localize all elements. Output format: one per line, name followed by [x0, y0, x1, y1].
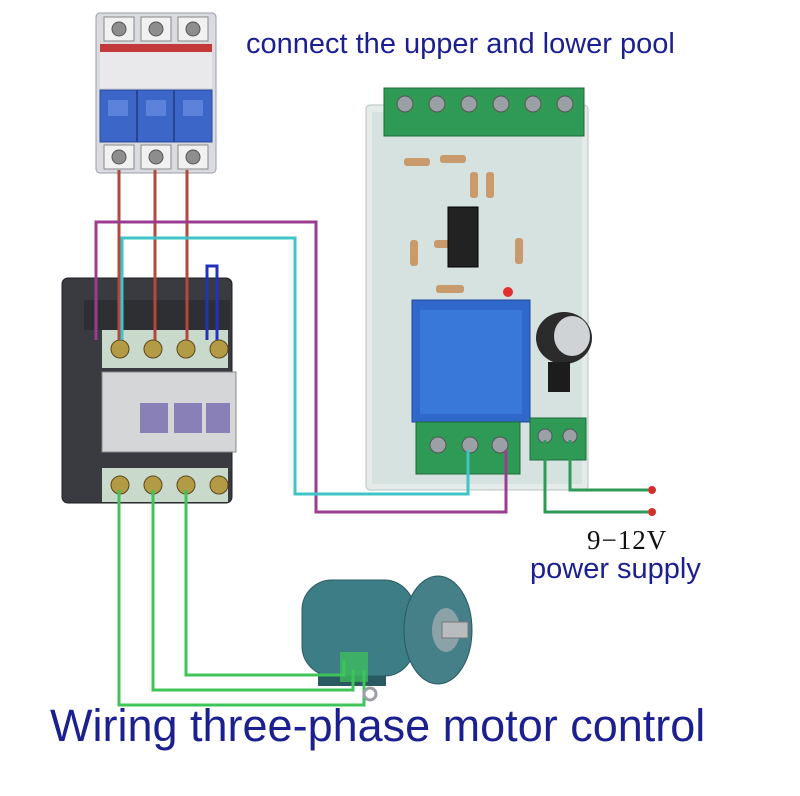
board-bottom-terminals: [415, 417, 587, 475]
power-supply-label: power supply: [530, 553, 701, 585]
contactor: [61, 277, 237, 504]
three-phase-motor: [301, 575, 473, 686]
purple-wire: [94, 220, 508, 514]
blue-coil-wire: [205, 264, 219, 340]
cyan-wire: [120, 236, 470, 496]
control-board: [365, 87, 592, 491]
motor-ground-lug: [362, 686, 378, 702]
power-terminal-positive: [648, 486, 656, 494]
capacitor: [536, 312, 592, 364]
voltage-label: 9−12V: [587, 525, 668, 555]
power-terminal-negative: [648, 508, 656, 516]
power-supply-leads: [543, 440, 648, 514]
top-caption: connect the upper and lower pool: [246, 28, 675, 60]
green-wires: [117, 490, 366, 707]
diagram-title: Wiring three-phase motor control: [50, 700, 706, 751]
red-wires: [117, 170, 189, 340]
relay: [411, 299, 531, 423]
board-top-terminals: [383, 87, 585, 137]
circuit-breaker: [95, 12, 217, 174]
